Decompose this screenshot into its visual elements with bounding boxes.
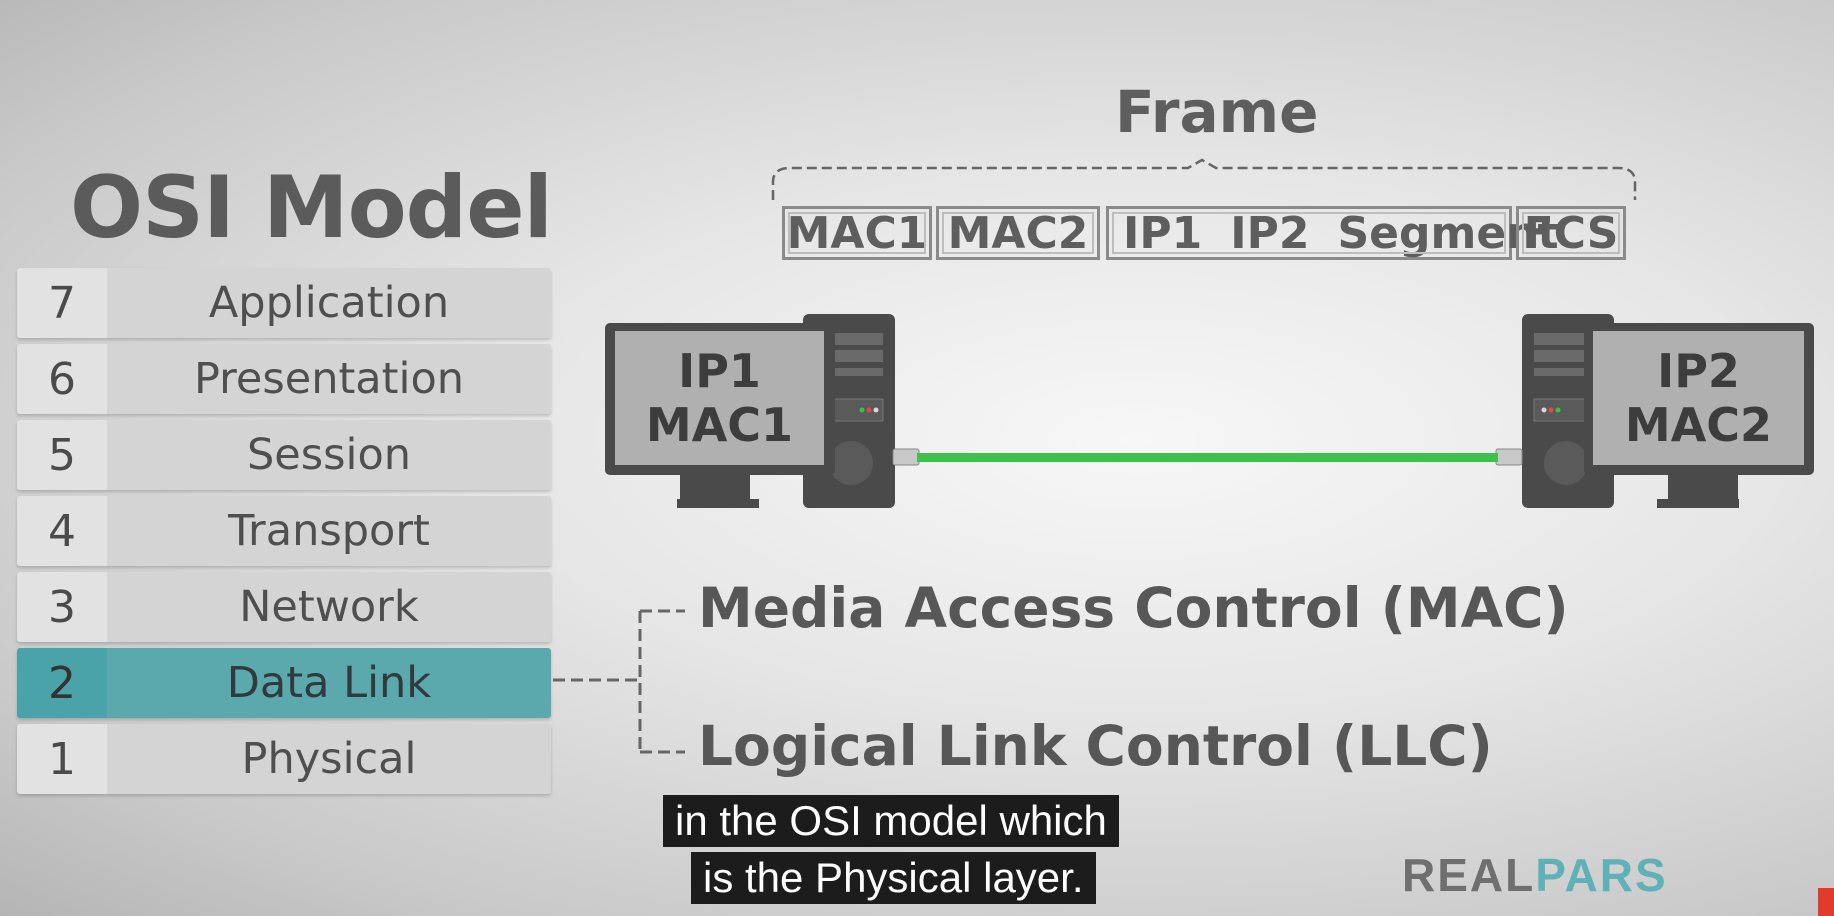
- layer-name: Session: [107, 420, 551, 490]
- llc-sublayer-label: Logical Link Control (LLC): [698, 714, 1493, 778]
- layer-number: 1: [17, 724, 107, 794]
- layer-row-session: 5 Session: [17, 420, 551, 490]
- layer-number: 2: [17, 648, 107, 718]
- layer-row-network: 3 Network: [17, 572, 551, 642]
- video-corner-badge: [1818, 888, 1834, 916]
- right-computer-icon: [1522, 314, 1814, 508]
- frame-field-mac2: MAC2: [936, 206, 1100, 260]
- mac-address-label: MAC2: [1624, 398, 1773, 452]
- layer-number: 3: [17, 572, 107, 642]
- brand-logo: REALPARS: [1402, 849, 1668, 901]
- frame-field-fcs: FCS: [1516, 206, 1626, 260]
- left-computer-label: IP1 MAC1: [615, 344, 824, 452]
- diagram-title: OSI Model: [70, 158, 553, 258]
- layer-row-presentation: 6 Presentation: [17, 344, 551, 414]
- mac-address-label: MAC1: [645, 398, 794, 452]
- right-computer-label: IP2 MAC2: [1593, 344, 1804, 452]
- mac-sublayer-label: Media Access Control (MAC): [698, 576, 1569, 640]
- layer-number: 7: [17, 268, 107, 338]
- ip-address-label: IP2: [1657, 344, 1740, 398]
- layer-row-transport: 4 Transport: [17, 496, 551, 566]
- sublayer-connector: [553, 609, 685, 754]
- layer-name: Network: [107, 572, 551, 642]
- layer-name: Transport: [107, 496, 551, 566]
- frame-title: Frame: [1115, 78, 1319, 146]
- network-cable: [892, 448, 1523, 466]
- layer-name: Physical: [107, 724, 551, 794]
- frame-field-mac1: MAC1: [782, 206, 932, 260]
- ip-address-label: IP1: [678, 344, 761, 398]
- left-computer-icon: [605, 314, 895, 508]
- frame-brace: [771, 158, 1637, 200]
- subtitle-line-2: is the Physical layer.: [691, 852, 1096, 904]
- layer-number: 4: [17, 496, 107, 566]
- layer-number: 5: [17, 420, 107, 490]
- layer-name: Presentation: [107, 344, 551, 414]
- subtitle-line-1: in the OSI model which: [663, 795, 1119, 847]
- layer-number: 6: [17, 344, 107, 414]
- layer-name: Data Link: [107, 648, 551, 718]
- layer-row-application: 7 Application: [17, 268, 551, 338]
- layer-row-data-link: 2 Data Link: [17, 648, 551, 718]
- layer-row-physical: 1 Physical: [17, 724, 551, 794]
- layer-name: Application: [107, 268, 551, 338]
